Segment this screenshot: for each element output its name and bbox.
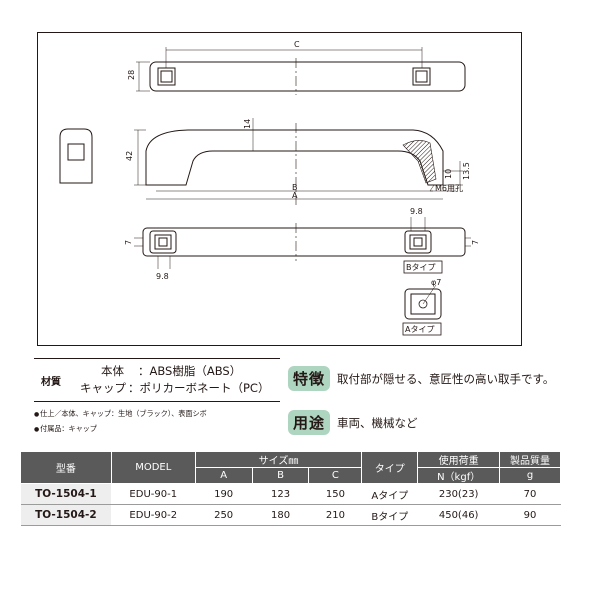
material-spec-block: 材質 本体 ： ABS樹脂（ABS） キャップ ： ポリカーボネート（PC） 仕… bbox=[34, 358, 280, 437]
cell-weight: 70 bbox=[499, 483, 561, 505]
cell-a: 250 bbox=[195, 504, 253, 526]
cell-b: 180 bbox=[252, 504, 309, 526]
cell-load: 450(46) bbox=[417, 504, 500, 526]
cell-code: TO-1504-1 bbox=[20, 483, 112, 505]
cell-code: TO-1504-2 bbox=[20, 504, 112, 526]
header-weight-unit: g bbox=[499, 467, 561, 484]
material-row-cap: キャップ ： ポリカーボネート（PC） bbox=[68, 380, 280, 397]
material-sep: ： bbox=[138, 364, 150, 378]
dim-7-right-label: 7 bbox=[471, 240, 480, 245]
material-box: 材質 本体 ： ABS樹脂（ABS） キャップ ： ポリカーボネート（PC） bbox=[34, 358, 280, 402]
material-sep: ： bbox=[128, 381, 140, 395]
handle-drawing-svg: C 28 42 1 bbox=[59, 40, 480, 336]
header-a: A bbox=[194, 467, 253, 484]
note-finish: 仕上／本体、キャップ：生地（ブラック）、表面シボ bbox=[34, 407, 280, 422]
cell-c: 150 bbox=[308, 483, 362, 505]
header-model: MODEL bbox=[110, 451, 196, 484]
dim-9-8-right-label: 9.8 bbox=[410, 207, 423, 216]
material-heading: 材質 bbox=[41, 376, 61, 388]
dim-14-label: 14 bbox=[243, 119, 252, 129]
header-load: 使用荷重 bbox=[417, 451, 501, 468]
cell-load: 230(23) bbox=[417, 483, 500, 505]
cell-c: 210 bbox=[308, 504, 362, 526]
yoto-badge: 用途 bbox=[288, 410, 331, 435]
header-b: B bbox=[251, 467, 310, 484]
material-key: キャップ bbox=[80, 381, 126, 395]
end-view bbox=[59, 128, 93, 184]
header-type: タイプ bbox=[361, 451, 419, 484]
yoto-text: 車両、機械など bbox=[337, 415, 418, 430]
dim-b-label: B bbox=[292, 183, 298, 192]
feature-yoto: 用途 車両、機械など bbox=[288, 410, 418, 435]
spec-table: 型番 MODEL サイズ㎜ タイプ 使用荷重 製品質量 A B C N（kgf）… bbox=[20, 451, 561, 526]
table-row: TO-1504-2 EDU-90-2 250 180 210 Bタイプ 450(… bbox=[20, 504, 561, 526]
dim-28-label: 28 bbox=[127, 70, 136, 80]
front-view bbox=[134, 118, 463, 205]
dim-13-5-label: 13.5 bbox=[462, 162, 471, 180]
header-weight: 製品質量 bbox=[499, 451, 561, 468]
cell-b: 123 bbox=[252, 483, 309, 505]
cell-type: Bタイプ bbox=[361, 504, 418, 526]
b-type-label: Bタイプ bbox=[406, 263, 436, 272]
material-row-body: 本体 ： ABS樹脂（ABS） bbox=[68, 363, 280, 380]
header-code: 型番 bbox=[20, 451, 112, 484]
cell-model: EDU-90-1 bbox=[111, 483, 196, 505]
header-c: C bbox=[308, 467, 363, 484]
cell-model: EDU-90-2 bbox=[111, 504, 196, 526]
cell-type: Aタイプ bbox=[361, 483, 418, 505]
header-load-unit: N（kgf） bbox=[417, 467, 501, 484]
dim-10-label: 10 bbox=[444, 169, 453, 179]
technical-drawing: C 28 42 1 bbox=[37, 32, 522, 346]
material-value: ABS樹脂（ABS） bbox=[149, 364, 242, 378]
table-row: TO-1504-1 EDU-90-1 190 123 150 Aタイプ 230(… bbox=[20, 483, 561, 505]
tokucho-text: 取付部が隠せる、意匠性の高い取手です。 bbox=[337, 371, 555, 386]
dim-9-8-left-label: 9.8 bbox=[156, 272, 169, 281]
material-key: 本体 bbox=[101, 364, 124, 378]
cell-weight: 90 bbox=[499, 504, 561, 526]
material-value: ポリカーボネート（PC） bbox=[139, 381, 270, 395]
top-view bbox=[136, 47, 466, 95]
a-type-detail bbox=[402, 284, 442, 336]
b-type-detail bbox=[403, 260, 443, 274]
m6-hole-label: M6用孔 bbox=[435, 184, 463, 193]
header-size: サイズ㎜ bbox=[194, 451, 363, 468]
note-accessory: 付属品：キャップ bbox=[34, 422, 280, 437]
cell-a: 190 bbox=[195, 483, 253, 505]
dim-7-left-label: 7 bbox=[124, 240, 133, 245]
phi-7-label: φ7 bbox=[431, 278, 441, 287]
dim-c-label: C bbox=[294, 40, 300, 49]
feature-tokucho: 特徴 取付部が隠せる、意匠性の高い取手です。 bbox=[288, 366, 554, 391]
tokucho-badge: 特徴 bbox=[288, 366, 331, 391]
material-rows: 本体 ： ABS樹脂（ABS） キャップ ： ポリカーボネート（PC） bbox=[68, 363, 280, 397]
bottom-view bbox=[134, 217, 471, 269]
a-type-label: Aタイプ bbox=[405, 325, 434, 334]
dim-42-label: 42 bbox=[125, 151, 134, 161]
dim-a-label: A bbox=[292, 191, 298, 200]
notes: 仕上／本体、キャップ：生地（ブラック）、表面シボ 付属品：キャップ bbox=[34, 407, 280, 437]
